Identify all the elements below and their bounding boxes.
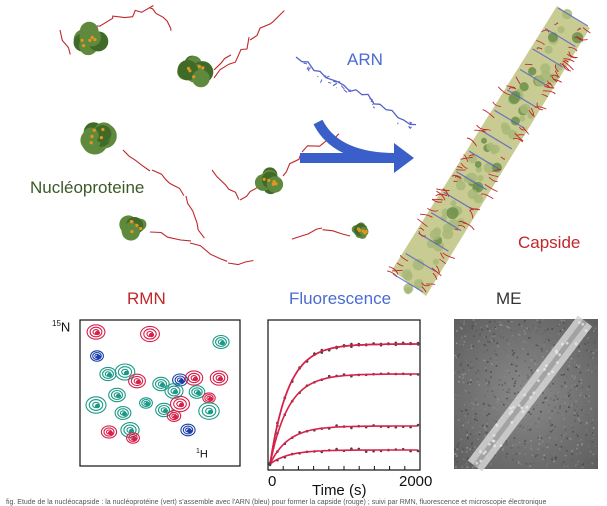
capsid-label: Capside bbox=[518, 233, 581, 252]
electron-micrograph bbox=[454, 315, 598, 472]
caption: fig. Etude de la nucléocapside : la nucl… bbox=[6, 499, 547, 506]
rna-label: ARN bbox=[347, 50, 383, 69]
nmr-spectrum bbox=[79, 319, 241, 467]
capsid-structure bbox=[386, 6, 591, 296]
nmr-y-axis-label: 15N bbox=[52, 319, 71, 335]
fluorescence-title: Fluorescence bbox=[289, 289, 392, 308]
nmr-x-axis-label: 1H bbox=[196, 448, 208, 461]
nucleoprotein-label: Nucléoproteine bbox=[30, 178, 145, 197]
em-title: ME bbox=[496, 289, 522, 308]
time-axis-label: Time (s) bbox=[312, 482, 367, 499]
time-tick-0: 0 bbox=[268, 473, 277, 490]
assembly-arrow bbox=[300, 119, 414, 173]
rna-strand bbox=[295, 56, 417, 130]
nmr-title: RMN bbox=[127, 289, 166, 308]
time-tick-2000: 2000 bbox=[399, 473, 433, 490]
fluorescence-plot bbox=[267, 319, 421, 471]
nucleoprotein-molecules bbox=[73, 21, 369, 241]
